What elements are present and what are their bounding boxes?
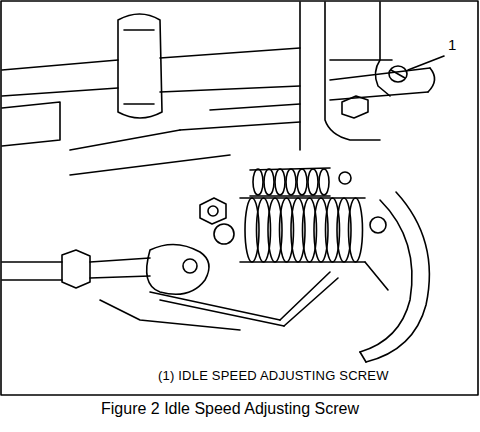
throttle-body bbox=[70, 2, 435, 175]
mounting-bolt bbox=[200, 198, 226, 224]
spring-coil bbox=[297, 169, 307, 195]
spring-coil bbox=[286, 169, 296, 195]
figure-frame bbox=[1, 1, 478, 395]
idle-speed-adjusting-screw bbox=[342, 66, 407, 118]
throttle-lever bbox=[360, 192, 429, 362]
spring-coil bbox=[275, 169, 285, 195]
part-legend: (1) IDLE SPEED ADJUSTING SCREW bbox=[156, 368, 391, 383]
spring-coil bbox=[308, 169, 318, 195]
return-spring bbox=[214, 168, 386, 262]
throttle-linkage bbox=[2, 244, 338, 330]
fuel-pipe bbox=[2, 14, 300, 146]
spring-coil bbox=[349, 198, 363, 262]
spring-coil bbox=[264, 169, 274, 195]
spring-coil bbox=[319, 169, 329, 195]
leader-line bbox=[408, 56, 444, 70]
spring-coil bbox=[253, 169, 263, 195]
figure-caption: Figure 2 Idle Speed Adjusting Screw bbox=[99, 400, 361, 418]
callout-number: 1 bbox=[446, 36, 458, 53]
